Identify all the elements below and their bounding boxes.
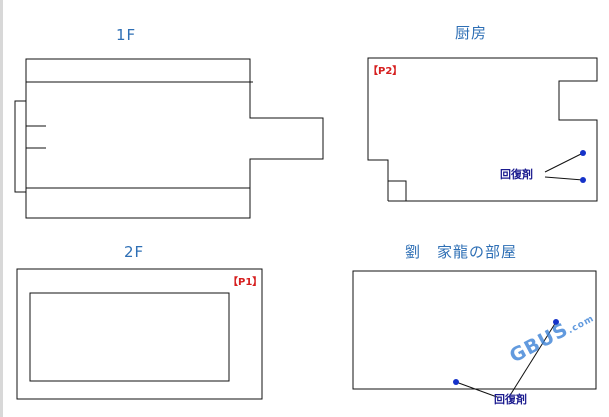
kitchen-point-tag: 【P2】 (368, 66, 403, 77)
kitchen-outer-wall (367, 57, 598, 202)
kitchen-item-label: 回復剤 (500, 168, 533, 181)
2f-outer-wall (16, 268, 263, 400)
map-title-liu-room: 劉 家龍の部屋 (405, 243, 518, 261)
map-title-1f: 1F (116, 26, 137, 44)
kitchen-item-marker-2 (580, 177, 586, 183)
floor-plan-kitchen (367, 57, 598, 202)
liu-room-item-marker-1 (553, 319, 559, 325)
kitchen-pointer-line-1 (544, 152, 584, 173)
2f-point-tag: 【P1】 (228, 277, 263, 288)
kitchen-item-marker-1 (580, 150, 586, 156)
floor-plan-liu-room (352, 270, 597, 398)
liu-room-pointer-line-1 (508, 321, 557, 398)
map-title-kitchen: 厨房 (455, 24, 488, 42)
1f-outer-wall (25, 58, 324, 219)
map-title-2f: 2F (124, 243, 145, 261)
liu-room-item-marker-2 (453, 379, 459, 385)
page-edge (0, 0, 3, 417)
kitchen-pointer-line-2 (544, 176, 584, 181)
floor-plan-2f (16, 268, 263, 400)
2f-inner-room (29, 292, 230, 382)
floor-plan-1f (14, 58, 324, 219)
liu-room-item-label: 回復剤 (494, 393, 527, 406)
liu-room-pointer-line-2 (455, 381, 498, 398)
1f-entrance-wall (14, 100, 26, 193)
